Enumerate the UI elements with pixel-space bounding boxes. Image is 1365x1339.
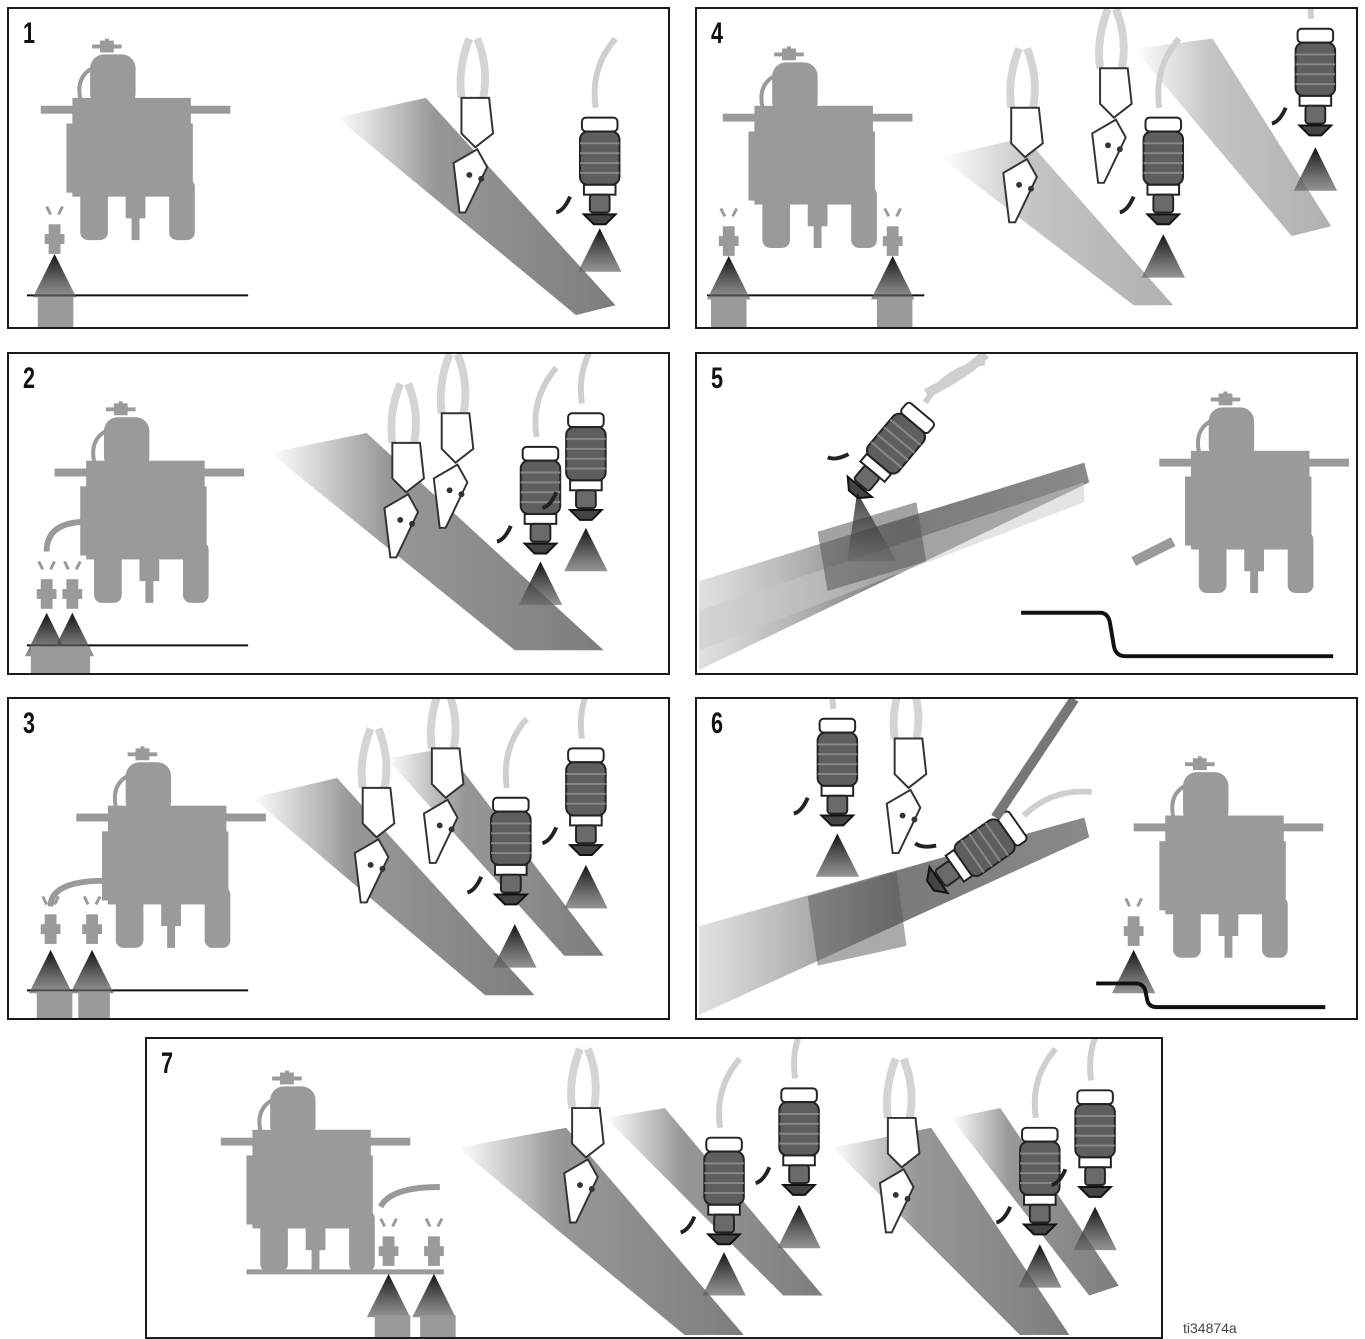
gun-spray xyxy=(564,528,607,571)
panel-number: 4 xyxy=(711,17,723,51)
gun-spray xyxy=(578,228,621,271)
figure-id: ti34874a xyxy=(1183,1320,1237,1336)
stripe-section xyxy=(38,297,74,327)
gun-spray xyxy=(564,865,607,908)
bracket xyxy=(1092,9,1132,183)
bracket xyxy=(434,354,474,528)
stripe-section xyxy=(420,1315,456,1337)
stripe-section xyxy=(31,646,90,673)
spray-gun xyxy=(556,39,619,225)
panel-number: 3 xyxy=(23,707,35,741)
striper-front-silhouette xyxy=(723,47,913,248)
panel-5-illustration xyxy=(697,354,1356,673)
spray-gun xyxy=(1272,9,1335,135)
panel-4: 4 xyxy=(695,7,1358,329)
panel-3-illustration xyxy=(9,699,668,1018)
spray-fan xyxy=(871,256,914,299)
panel-1-illustration xyxy=(9,9,668,327)
gun-spray xyxy=(493,924,536,967)
panel-number: 7 xyxy=(161,1047,173,1081)
panel-2: 2 xyxy=(7,352,670,675)
spray-fan xyxy=(412,1274,455,1317)
spray-gun xyxy=(542,699,605,855)
spray-gun xyxy=(1052,1039,1115,1197)
gun-spray xyxy=(1294,147,1337,190)
striper-front-silhouette xyxy=(76,746,266,947)
panel-number: 1 xyxy=(23,17,35,51)
curb-face xyxy=(808,872,907,966)
panel-6: 6 xyxy=(695,697,1358,1020)
striper-front-silhouette xyxy=(1134,756,1324,957)
stripe-section xyxy=(711,297,747,327)
panel-number: 6 xyxy=(711,707,723,741)
stripe-band xyxy=(940,137,1173,305)
panel-1: 1 xyxy=(7,7,670,329)
panel-3: 3 xyxy=(7,697,670,1020)
spray-gun xyxy=(794,699,857,825)
stripe-section xyxy=(78,991,110,1018)
spray-fan xyxy=(707,256,750,299)
striper-front-silhouette xyxy=(41,39,231,240)
gun-spray xyxy=(777,1205,820,1248)
striper-front-silhouette xyxy=(1159,392,1349,593)
spray-fan xyxy=(29,950,72,993)
panel-2-illustration xyxy=(9,354,668,673)
stripe-section xyxy=(877,297,913,327)
curb-profile-line xyxy=(1021,613,1333,656)
striper-front-silhouette xyxy=(221,1071,410,1272)
panel-6-illustration xyxy=(697,699,1356,1018)
gun-spray xyxy=(702,1252,745,1295)
panel-number: 5 xyxy=(711,362,723,396)
panel-4-illustration xyxy=(697,9,1356,327)
panel-5: 5 xyxy=(695,352,1358,675)
striper-front-silhouette xyxy=(55,401,245,602)
stripe-section xyxy=(37,991,73,1018)
spray-gun xyxy=(497,368,560,554)
bracket xyxy=(887,699,927,853)
gun-spray xyxy=(816,833,859,876)
panel-7: 7 xyxy=(145,1037,1163,1339)
angled-spray-gun xyxy=(906,744,1094,902)
stripe-section xyxy=(375,1315,411,1337)
gun-spray xyxy=(1142,234,1185,277)
spray-fan xyxy=(33,254,76,297)
panel-7-illustration xyxy=(147,1039,1161,1337)
spray-fan xyxy=(70,950,113,993)
spray-fan xyxy=(367,1274,410,1317)
spray-fan xyxy=(1112,950,1155,993)
spray-gun xyxy=(756,1039,819,1195)
panel-number: 2 xyxy=(23,362,35,396)
